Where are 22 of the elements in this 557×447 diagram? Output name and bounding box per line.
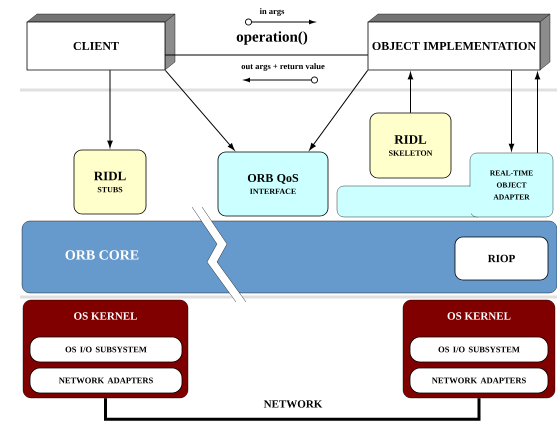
component-box: RIDL SKELETON xyxy=(370,112,452,178)
edge-label: operation() xyxy=(235,30,309,46)
layer-pill: OS I/O SUBSYSTEM xyxy=(410,336,548,362)
component-box: ORB QoS INTERFACE xyxy=(218,152,328,216)
arrow xyxy=(309,70,368,150)
arg-label: in args xyxy=(260,8,284,16)
edge-label: NETWORK xyxy=(262,399,324,409)
connector-line xyxy=(104,398,480,421)
component-box: RIDL STUBS xyxy=(74,150,146,214)
block-box: OBJECT IMPLEMENTATION xyxy=(368,14,550,70)
layer-pill: NETWORK ADAPTERS xyxy=(410,368,548,394)
arrow xyxy=(534,72,540,154)
arrow xyxy=(107,70,113,148)
block-box: CLIENT xyxy=(26,14,176,70)
arrow xyxy=(408,72,414,114)
arg-label: out args + return value xyxy=(242,63,325,71)
layer-pill: OS I/O SUBSYSTEM xyxy=(30,336,182,362)
protocol-box: RIOP xyxy=(454,236,548,280)
arrow xyxy=(164,70,235,150)
layer-pill: NETWORK ADAPTERS xyxy=(30,368,182,394)
connector-line xyxy=(164,54,368,56)
arrow xyxy=(508,70,514,151)
